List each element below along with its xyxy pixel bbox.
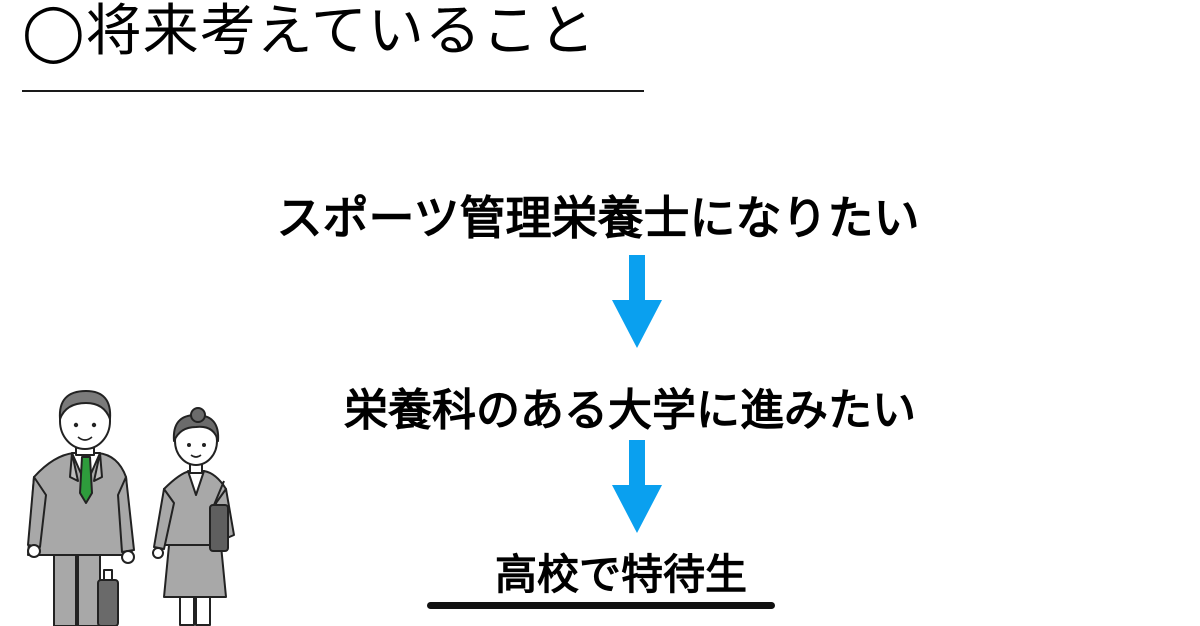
- title-underline: [22, 90, 644, 92]
- goal-step-2: 栄養科のある大学に進みたい: [344, 385, 916, 436]
- businesswoman-illustration: [152, 407, 235, 626]
- page-title: ◯将来考えていること: [22, 0, 596, 64]
- step3-underline: [427, 602, 775, 609]
- goal-step-1: スポーツ管理栄養士になりたい: [276, 191, 920, 245]
- people-illustration: [27, 390, 235, 626]
- down-arrow-icon: [612, 255, 662, 348]
- down-arrow-icon: [612, 440, 662, 533]
- businessman-illustration: [27, 390, 135, 626]
- goal-step-3-label: 高校で特待生: [495, 550, 748, 599]
